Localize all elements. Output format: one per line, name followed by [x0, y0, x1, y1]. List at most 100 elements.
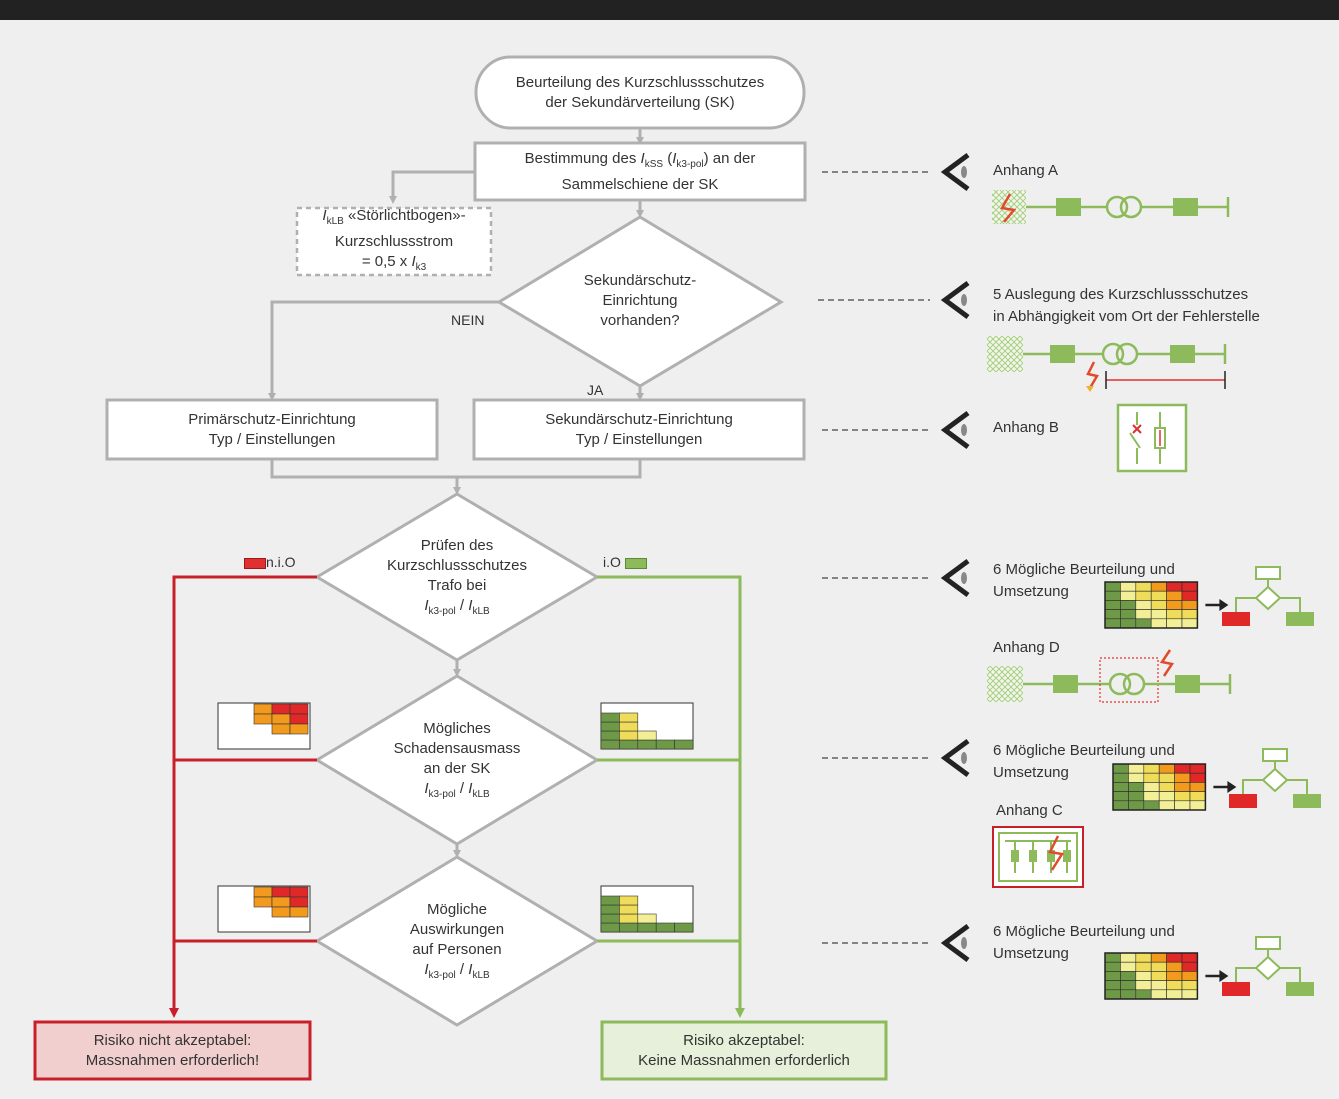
primary-box-label: Primärschutz-Einrichtung Typ / Einstellu…	[107, 400, 437, 459]
decision-check-protection	[314, 492, 600, 662]
ref-section6b-line2: Umsetzung	[993, 764, 1069, 781]
ref-section6c-line1: 6 Mögliche Beurteilung und	[993, 923, 1175, 940]
single-line-diagram-d	[987, 649, 1232, 703]
ref-section5: 5 Auslegung des Kurzschlussschutzes in A…	[993, 284, 1260, 328]
decision-check-label: Prüfen des Kurzschlussschutzes Trafo bei…	[357, 535, 557, 623]
branch-yes-label: JA	[587, 382, 604, 398]
legend-io: i.O	[603, 553, 647, 571]
note-line2: Kurzschlussstrom	[334, 232, 454, 250]
process-ikss-line2: Sammelschiene der SK	[561, 175, 719, 193]
legend-nio-text: n.i.O	[266, 554, 296, 570]
reference-leaders	[818, 171, 930, 944]
ref-section6a-line2: Umsetzung	[993, 583, 1069, 600]
eye-icon	[940, 152, 970, 192]
single-line-diagram-a	[992, 190, 1230, 224]
decision-secondary-line1: Sekundärschutz-	[583, 272, 697, 289]
eye-icon	[940, 738, 970, 778]
start-line2: der Sekundärverteilung (SK)	[545, 93, 735, 111]
note-kurzschlussstrom	[295, 206, 493, 277]
decision-secondary-line2: Einrichtung	[602, 292, 678, 309]
process-primary-protection	[105, 398, 439, 461]
ref-section6c: 6 Mögliche Beurteilung und Umsetzung	[993, 921, 1175, 965]
result-bad-line2: Massnahmen erforderlich!	[85, 1051, 260, 1069]
legend-io-text: i.O	[603, 554, 621, 570]
decision-damage-line1: Mögliches	[423, 720, 491, 737]
decision-persons-line1: Mögliche	[426, 901, 488, 918]
legend-green-chip	[624, 557, 647, 569]
decision-secondary-line3: vorhanden?	[600, 312, 680, 329]
ref-anhang-a: Anhang A	[993, 162, 1059, 179]
decision-check-line2: Kurzschlussschutzes	[386, 557, 528, 574]
note-line3: = 0,5 x Ik3	[361, 252, 427, 273]
green-connectors	[597, 575, 745, 1018]
secondary-line1: Sekundärschutz-Einrichtung	[545, 410, 733, 428]
ref-section6c-line2: Umsetzung	[993, 945, 1069, 962]
start-terminator	[474, 55, 806, 130]
gray-connectors	[268, 128, 644, 858]
formula: Ik3-pol / IkLB	[424, 961, 490, 981]
eye-icon	[940, 280, 970, 320]
ref-section6b: 6 Mögliche Beurteilung und Umsetzung	[993, 740, 1175, 784]
switchgear-icon	[1116, 403, 1188, 473]
start-label: Beurteilung des Kurzschlussschutzes der …	[476, 57, 804, 128]
ref-anhang-d: Anhang D	[993, 639, 1060, 656]
mini-flowchart-icon	[1229, 748, 1321, 808]
branch-no-label: NEIN	[451, 312, 485, 328]
primary-line1: Primärschutz-Einrichtung	[188, 410, 356, 428]
decision-persons-line2: Auswirkungen	[409, 921, 505, 938]
result-not-acceptable	[33, 1020, 312, 1081]
mini-flowchart-icon	[1222, 936, 1314, 996]
legend-nio: n.i.O	[244, 553, 296, 571]
result-good-label: Risiko akzeptabel: Keine Massnahmen erfo…	[602, 1022, 886, 1079]
process-secondary-protection	[472, 398, 806, 461]
risk-thumbnail-red	[217, 885, 311, 933]
secondary-line2: Typ / Einstellungen	[575, 430, 703, 448]
single-line-diagram-5	[987, 336, 1227, 392]
risk-matrix	[1104, 952, 1229, 1000]
risk-thumbnail-green	[600, 702, 694, 750]
risk-thumbnail-red	[217, 702, 311, 750]
risk-matrix	[1112, 763, 1237, 811]
note-line1: IkLB «Störlichtbogen»-	[322, 206, 466, 227]
ref-anhang-c: Anhang C	[996, 802, 1063, 819]
decision-damage-label: Mögliches Schadensausmass an der SK Ik3-…	[357, 718, 557, 806]
red-connectors	[169, 575, 317, 1018]
formula: Ik3-pol / IkLB	[424, 597, 490, 617]
ref-anhang-b: Anhang B	[993, 419, 1059, 436]
switchboard-icon	[992, 826, 1084, 888]
ref-section5-line2: in Abhängigkeit vom Ort der Fehlerstelle	[993, 308, 1260, 325]
decision-damage-line3: an der SK	[423, 760, 491, 777]
process-ikss-line1: Bestimmung des IkSS (Ik3-pol) an der	[524, 149, 756, 170]
result-bad-line1: Risiko nicht akzeptabel:	[93, 1031, 252, 1049]
note-label: IkLB «Störlichtbogen»- Kurzschlussstrom …	[297, 206, 491, 275]
decision-persons	[314, 855, 600, 1027]
result-bad-label: Risiko nicht akzeptabel: Massnahmen erfo…	[35, 1022, 310, 1079]
mini-flowchart-icon	[1222, 566, 1314, 626]
ref-section6a-line1: 6 Mögliche Beurteilung und	[993, 561, 1175, 578]
process-ikss-label: Bestimmung des IkSS (Ik3-pol) an der Sam…	[475, 143, 805, 200]
decision-damage-line2: Schadensausmass	[393, 740, 521, 757]
eye-icon	[940, 410, 970, 450]
decision-secondary-protection	[496, 215, 784, 388]
decision-damage	[314, 674, 600, 846]
legend-red-chip	[244, 557, 266, 569]
result-good-line1: Risiko akzeptabel:	[683, 1031, 805, 1049]
primary-line2: Typ / Einstellungen	[208, 430, 336, 448]
ref-section6a: 6 Mögliche Beurteilung und Umsetzung	[993, 559, 1175, 603]
risk-thumbnail-green	[600, 885, 694, 933]
decision-check-line1: Prüfen des	[420, 537, 494, 554]
secondary-box-label: Sekundärschutz-Einrichtung Typ / Einstel…	[474, 400, 804, 459]
result-good-line2: Keine Massnahmen erforderlich	[638, 1051, 850, 1069]
eye-icon	[940, 558, 970, 598]
risk-matrix	[1104, 581, 1229, 629]
start-line1: Beurteilung des Kurzschlussschutzes	[515, 73, 765, 91]
top-bar	[0, 0, 1339, 20]
decision-check-line3: Trafo bei	[427, 577, 487, 594]
ref-section6b-line1: 6 Mögliche Beurteilung und	[993, 742, 1175, 759]
formula: Ik3-pol / IkLB	[424, 780, 490, 800]
decision-secondary-label: Sekundärschutz- Einrichtung vorhanden?	[540, 268, 740, 334]
process-ikss	[473, 141, 807, 202]
decision-persons-line3: auf Personen	[412, 941, 502, 958]
decision-persons-label: Mögliche Auswirkungen auf Personen Ik3-p…	[357, 899, 557, 987]
